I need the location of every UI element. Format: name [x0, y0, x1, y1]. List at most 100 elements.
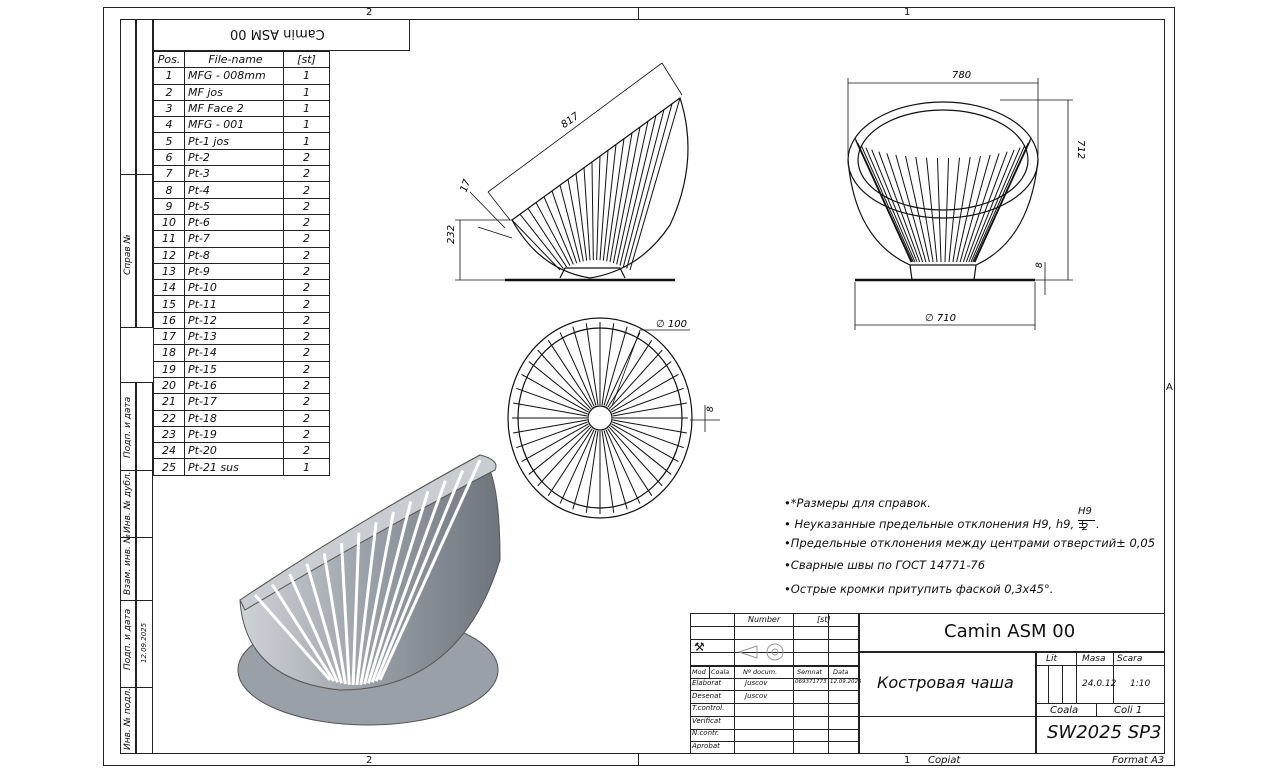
tb-role: T.control.	[692, 704, 725, 713]
front-rib	[952, 156, 971, 263]
tb-name: Костровая чаша	[877, 673, 1014, 692]
bom-qty: 2	[283, 311, 330, 330]
top-spoke	[521, 423, 589, 463]
front-rib	[857, 142, 913, 263]
dim-780-label: 780	[952, 70, 971, 81]
tb-masa-label: Masa	[1082, 654, 1106, 664]
zone-bottom-1: 1	[904, 755, 911, 766]
tb-lit-label: Lit	[1046, 654, 1058, 664]
top-spoke	[607, 428, 653, 496]
tb-code: SW2025 SP3	[1047, 722, 1162, 743]
tb-date: 12.09.2025	[830, 679, 862, 685]
front-rib	[871, 149, 918, 263]
top-spoke	[612, 419, 688, 434]
top-spoke	[612, 421, 684, 449]
top-spoke	[610, 425, 672, 475]
front-rib	[965, 151, 1008, 263]
dim-710-label: ∅ 710	[925, 313, 956, 324]
side-stamp-col-b	[136, 382, 153, 754]
top-spoke	[516, 387, 588, 415]
side-sprav-cell	[120, 19, 136, 328]
tb-name-cell: Juscov	[745, 679, 768, 687]
tb-sign: 06937177З	[795, 679, 827, 685]
front-rib	[962, 153, 1000, 263]
top-spoke	[611, 423, 679, 463]
tb-number-label: Number	[748, 615, 781, 624]
side-rib	[616, 121, 649, 265]
iso-rib	[378, 459, 482, 681]
bom-file: Pt-4	[184, 181, 284, 199]
tb-col-data: Data	[833, 668, 849, 676]
zone-bottom-2: 2	[366, 755, 373, 766]
top-spoke	[528, 425, 590, 475]
top-spoke	[537, 426, 592, 487]
note-4: •Сварные швы по ГОСТ 14771-76	[784, 558, 986, 572]
format-label: Format A3	[1112, 755, 1165, 766]
tb-designation: Camin ASM 00	[944, 621, 1076, 642]
top-spoke	[585, 323, 599, 406]
top-spoke	[607, 340, 653, 408]
top-spoke	[547, 340, 593, 408]
note-5: •Острые кромки притупить фаской 0,3x45°.	[784, 582, 1054, 596]
tb-scara-value: 1:10	[1130, 679, 1151, 689]
front-rib	[972, 145, 1026, 263]
side-rib	[609, 132, 633, 263]
top-spoke	[608, 426, 663, 487]
side-rib	[551, 190, 578, 264]
side-rib	[612, 126, 641, 264]
top-spoke	[585, 430, 599, 513]
front-rib	[944, 157, 950, 263]
top-spoke	[512, 419, 588, 434]
side-rib	[535, 202, 571, 266]
side-stamp-col-a	[120, 382, 136, 754]
tb-coli: Coli 1	[1114, 705, 1143, 716]
tb-role: Elaborat	[692, 679, 722, 687]
front-rib	[905, 155, 930, 263]
note-3: •Предельные отклонения между центрами от…	[784, 536, 1156, 550]
front-rib	[974, 137, 1032, 263]
zone-right-a: A	[1166, 382, 1173, 393]
tb-col-docum: Nº docum.	[743, 668, 778, 676]
front-rib	[860, 145, 914, 263]
top-spoke	[512, 402, 588, 417]
dim-710	[854, 282, 1036, 330]
tb-scara-label: Scara	[1117, 654, 1143, 664]
top-spoke	[603, 430, 628, 510]
copiat-label: Copiat	[928, 755, 961, 766]
tb-coala: Coala	[1050, 705, 1079, 716]
side-rib	[575, 173, 588, 261]
side-rib	[567, 179, 584, 262]
dim-780	[847, 78, 1039, 155]
front-rib	[948, 157, 960, 263]
note-2: • Неуказанные предельные отклонения H9, …	[784, 517, 1088, 531]
front-view	[847, 101, 1039, 282]
tb-role: N.contr.	[692, 729, 720, 738]
title-block	[690, 613, 1165, 754]
weld-symbol-icon: ⚒	[694, 640, 705, 654]
front-rib	[936, 157, 942, 263]
tb-col-coala: Coala	[711, 668, 730, 676]
tb-st-label: [st]	[817, 615, 831, 624]
iso-view	[237, 454, 501, 726]
side-rib	[511, 219, 561, 271]
front-rib	[886, 153, 924, 263]
iso-rib	[367, 490, 430, 684]
top-spoke	[559, 429, 595, 504]
iso-rib	[322, 553, 347, 685]
top-view	[507, 317, 693, 519]
iso-rib	[351, 532, 361, 686]
top-spoke	[547, 428, 593, 496]
outer-frame	[103, 7, 1175, 766]
tb-col-mod: Mod	[692, 668, 706, 676]
note-2-frac-den: 2	[1082, 522, 1089, 533]
bom-file: MF Face 2	[184, 99, 284, 118]
top-spoke	[521, 373, 589, 413]
spec-label-box	[153, 19, 410, 51]
note-2-frac-num: H9	[1078, 506, 1092, 517]
front-rib	[865, 147, 916, 263]
